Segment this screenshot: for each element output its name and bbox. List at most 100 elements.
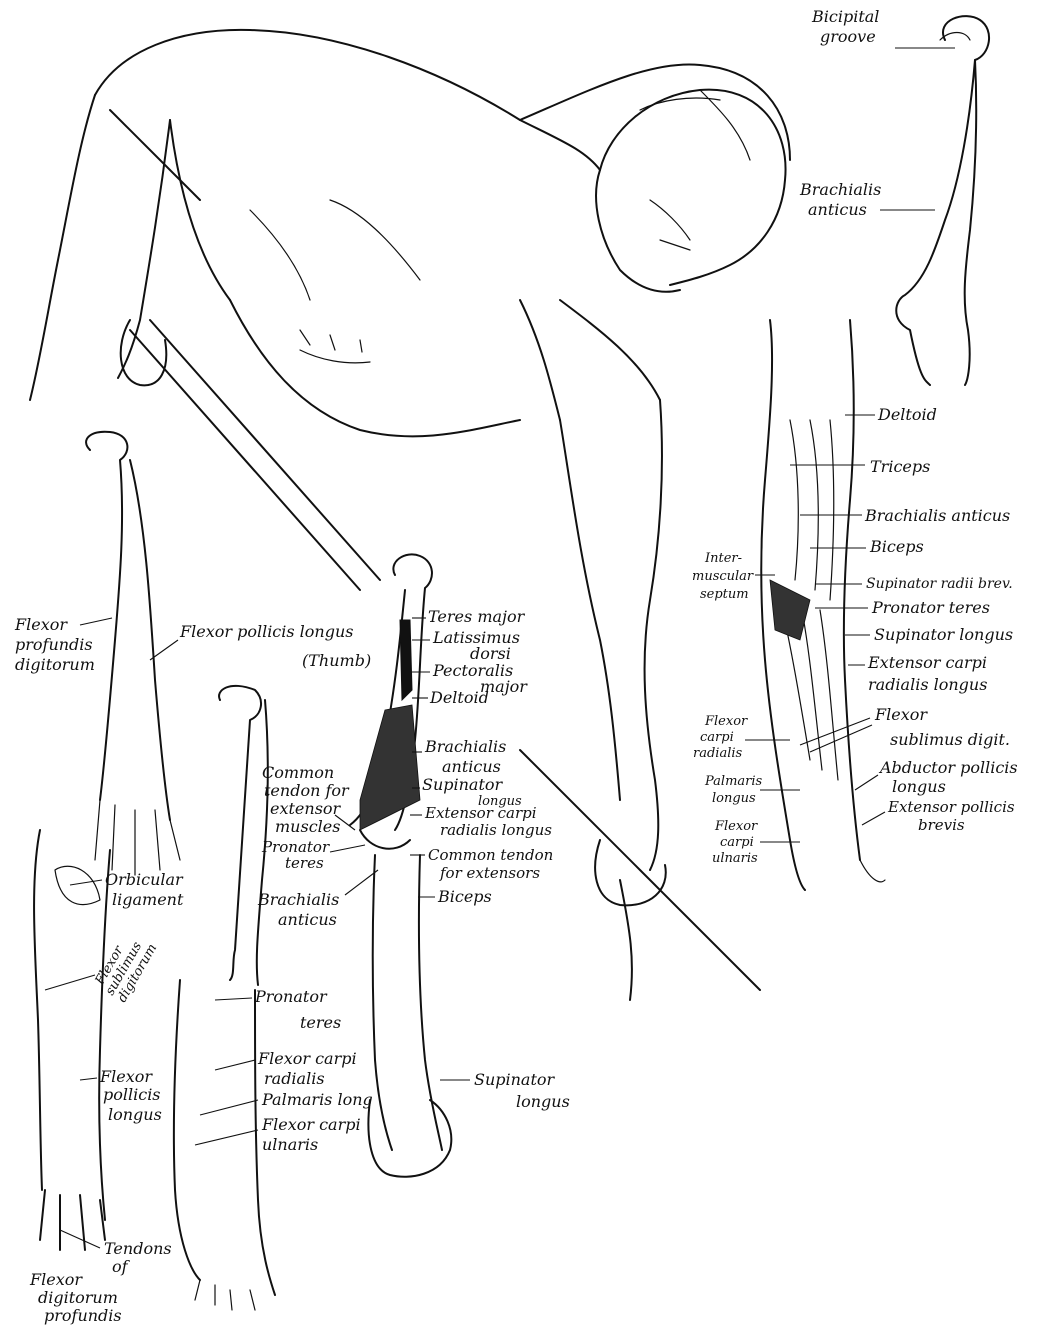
ctx-line2: for extensors	[439, 864, 540, 882]
fpd-line2: profundis	[15, 635, 93, 654]
fpll-line3: longus	[108, 1105, 162, 1124]
label-flexor-carpi-ulnaris-lower: Flexor carpi ulnaris	[261, 1115, 366, 1154]
label-extensor-pollicis-brevis: Extensor pollicis brevis	[887, 798, 1019, 834]
label-orbicular-ligament: Orbicular ligament	[105, 870, 188, 909]
label-common-tendon-extensors: Common tendon for extensors	[428, 846, 558, 882]
label-flexor-pollicis-longus-lower: Flexor pollicis longus	[99, 1067, 166, 1124]
fcul-line1: Flexor carpi	[261, 1115, 361, 1134]
label-flexor-carpi-ulnaris-right: Flexor carpi ulnaris	[712, 819, 761, 866]
label-abductor-pollicis-longus: Abductor pollicis longus	[878, 758, 1023, 796]
leader-pll	[200, 1100, 258, 1115]
ptc-line2: teres	[285, 854, 324, 872]
label-brachialis-anticus-center: Brachialis anticus	[424, 737, 511, 776]
fcul-line2: ulnaris	[262, 1135, 318, 1154]
forearm-skeleton-left	[86, 432, 180, 875]
tfdp-line1: Tendons	[104, 1239, 172, 1258]
ecrlc-line1: Extensor carpi	[424, 804, 537, 822]
fpl-thumb-line2: (Thumb)	[302, 651, 371, 670]
epb-line1: Extensor pollicis	[887, 798, 1015, 816]
label-brachialis-anticus-right: Brachialis anticus	[864, 506, 1010, 525]
fpll-line1: Flexor	[99, 1067, 153, 1086]
leader-fpll	[80, 1078, 97, 1080]
label-biceps-center: Biceps	[437, 887, 492, 906]
fsd-line2: sublimus digit.	[890, 730, 1010, 749]
fcrl-line1: Flexor carpi	[257, 1049, 357, 1068]
fcr-right-line1: Flexor	[704, 714, 748, 729]
cte-line3: extensor	[270, 799, 342, 818]
label-supinator-longus-lower: Supinator longus	[474, 1070, 570, 1111]
fpd-line1: Flexor	[14, 615, 68, 634]
tfdp-line2: of	[112, 1257, 131, 1276]
fpl-thumb-line1: Flexor pollicis longus	[179, 622, 354, 641]
fsd-line1: Flexor	[874, 705, 928, 724]
label-flexor-pollicis-longus-thumb: Flexor pollicis longus (Thumb)	[179, 622, 371, 670]
label-pronator-teres-lower: Pronator teres	[254, 987, 341, 1032]
ecrl-right-line2: radialis longus	[868, 675, 987, 694]
label-extensor-carpi-radialis-longus-center: Extensor carpi radialis longus	[424, 804, 552, 839]
fcu-right-line2: carpi	[720, 835, 754, 850]
ol-line1: Orbicular	[105, 870, 184, 889]
fcr-right-line3: radialis	[693, 746, 743, 761]
leader-ol	[70, 880, 102, 885]
label-supinator-longus-right: Supinator longus	[874, 625, 1013, 644]
fcu-right-line1: Flexor	[714, 819, 758, 834]
bal-line1: Brachialis	[257, 890, 339, 909]
ol-line2: ligament	[112, 890, 184, 909]
pl-right-line1: Palmaris	[704, 774, 763, 789]
fcr-right-line2: carpi	[700, 730, 734, 745]
slc-line1: Supinator	[422, 775, 504, 794]
label-latissimus-dorsi: Latissimus dorsi	[432, 628, 525, 663]
epb-line2: brevis	[918, 816, 965, 834]
leader-fsdl	[45, 975, 95, 990]
leader-ptl	[215, 998, 252, 1000]
forearm-lower-left	[34, 830, 110, 1250]
label-biceps-right: Biceps	[869, 537, 924, 556]
brachialis-anticus-top-line1: Brachialis	[799, 180, 881, 199]
leader-tfdp	[60, 1230, 100, 1248]
tfdp-line3: Flexor	[29, 1270, 83, 1289]
label-triceps: Triceps	[870, 457, 930, 476]
label-deltoid-center: Deltoid	[429, 688, 489, 707]
label-flexor-sublimus-digit: Flexor sublimus digit.	[874, 705, 1010, 749]
apl-line1: Abductor pollicis	[878, 758, 1018, 777]
bicipital-groove-line1: Bicipital	[811, 7, 879, 26]
pl-right-line2: longus	[712, 791, 756, 806]
label-bicipital-groove: Bicipital groove	[811, 7, 885, 46]
bac-line2: anticus	[442, 757, 501, 776]
leader-epb	[862, 812, 885, 825]
ptl-line1: Pronator	[254, 987, 328, 1006]
cte-line2: tendon for	[264, 781, 350, 800]
forearm-muscles-right	[761, 320, 885, 890]
humerus-forearm-center	[350, 554, 451, 1176]
ptl-line2: teres	[300, 1013, 341, 1032]
label-intermuscular-septum: Inter- muscular septum	[692, 551, 757, 602]
cte-line4: muscles	[275, 817, 340, 836]
tfdp-line4: digitorum	[38, 1288, 118, 1307]
label-flexor-carpi-radialis-right: Flexor carpi radialis	[693, 714, 751, 761]
leader-fcrl	[215, 1060, 255, 1070]
label-common-tendon-extensor-muscles: Common tendon for extensor muscles	[262, 763, 354, 836]
ctx-line1: Common tendon	[428, 846, 553, 864]
intermuscular-line1: Inter-	[704, 551, 742, 566]
bicipital-groove-line2: groove	[820, 27, 876, 46]
leader-fpl-thumb	[150, 640, 178, 660]
label-deltoid-right: Deltoid	[877, 405, 937, 424]
sll-line2: longus	[516, 1092, 570, 1111]
ecrlc-line2: radialis longus	[440, 821, 552, 839]
label-extensor-carpi-radialis-longus-right: Extensor carpi radialis longus	[867, 653, 992, 694]
ecrl-right-line1: Extensor carpi	[867, 653, 987, 672]
leader-fpd	[80, 618, 112, 625]
label-pronator-teres-right: Pronator teres	[871, 598, 990, 617]
fpd-line3: digitorum	[15, 655, 95, 674]
label-supinator-radii-brev: Supinator radii brev.	[866, 576, 1013, 592]
intermuscular-line2: muscular	[692, 569, 754, 584]
apl-line2: longus	[892, 777, 946, 796]
sll-line1: Supinator	[474, 1070, 556, 1089]
label-brachialis-anticus-top: Brachialis anticus	[799, 180, 886, 219]
intermuscular-line3: septum	[700, 587, 749, 602]
label-pronator-teres-center: Pronator teres	[261, 838, 334, 872]
leader-apl	[855, 775, 878, 790]
cte-line1: Common	[262, 763, 334, 782]
fcu-right-line3: ulnaris	[712, 851, 758, 866]
